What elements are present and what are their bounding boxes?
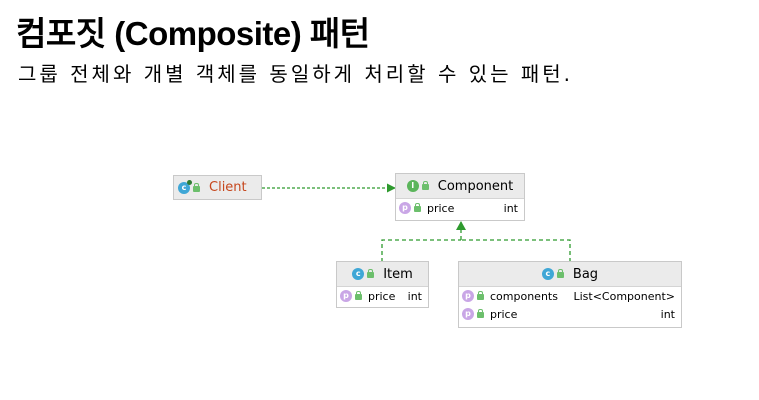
- interface-icon: I: [406, 180, 419, 192]
- field-name: price: [427, 201, 455, 215]
- bag-class-name: Bag: [572, 266, 599, 282]
- property-icon: p: [462, 290, 474, 302]
- visibility-icon: [556, 269, 564, 278]
- visibility-icon: [367, 269, 375, 278]
- client-class-name: Client: [209, 180, 247, 195]
- component-interface-box[interactable]: I Component p price int: [395, 173, 525, 221]
- page-subtitle: 그룹 전체와 개별 객체를 동일하게 처리할 수 있는 패턴.: [18, 62, 574, 86]
- class-icon: c: [352, 268, 365, 280]
- item-class-name: Item: [383, 266, 413, 282]
- item-class-box[interactable]: c Item p price int: [336, 261, 429, 308]
- bag-header: c Bag: [459, 262, 681, 287]
- field-name: price: [490, 307, 518, 321]
- field-type: int: [407, 289, 422, 303]
- bag-class-box[interactable]: c Bag p components List<Component> p pri…: [458, 261, 682, 328]
- component-header: I Component: [396, 174, 524, 199]
- property-icon: p: [340, 290, 352, 302]
- field-row: p components List<Component>: [459, 287, 681, 305]
- implements-edge-bag: [461, 239, 571, 262]
- visibility-icon: [477, 291, 484, 300]
- visibility-icon: [193, 182, 200, 192]
- field-row: p price int: [337, 287, 428, 305]
- class-run-icon: c: [178, 179, 192, 194]
- field-row: p price int: [396, 199, 524, 217]
- client-header: c Client: [174, 176, 261, 199]
- field-type: int: [503, 201, 518, 215]
- component-interface-name: Component: [437, 178, 514, 194]
- property-icon: p: [462, 308, 474, 320]
- implements-edge-item: [381, 239, 461, 262]
- field-name: components: [490, 289, 558, 303]
- field-row: p price int: [459, 305, 681, 323]
- class-icon: c: [541, 268, 554, 280]
- implements-arrowhead: [456, 221, 466, 230]
- visibility-icon: [421, 181, 429, 190]
- visibility-icon: [355, 291, 362, 300]
- field-name: price: [368, 289, 396, 303]
- client-class-box[interactable]: c Client: [173, 175, 262, 200]
- item-header: c Item: [337, 262, 428, 287]
- field-type: int: [660, 307, 675, 321]
- field-type: List<Component>: [573, 289, 675, 303]
- visibility-icon: [414, 203, 421, 212]
- page-title: 컴포짓 (Composite) 패턴: [16, 15, 370, 52]
- visibility-icon: [477, 309, 484, 318]
- property-icon: p: [399, 202, 411, 214]
